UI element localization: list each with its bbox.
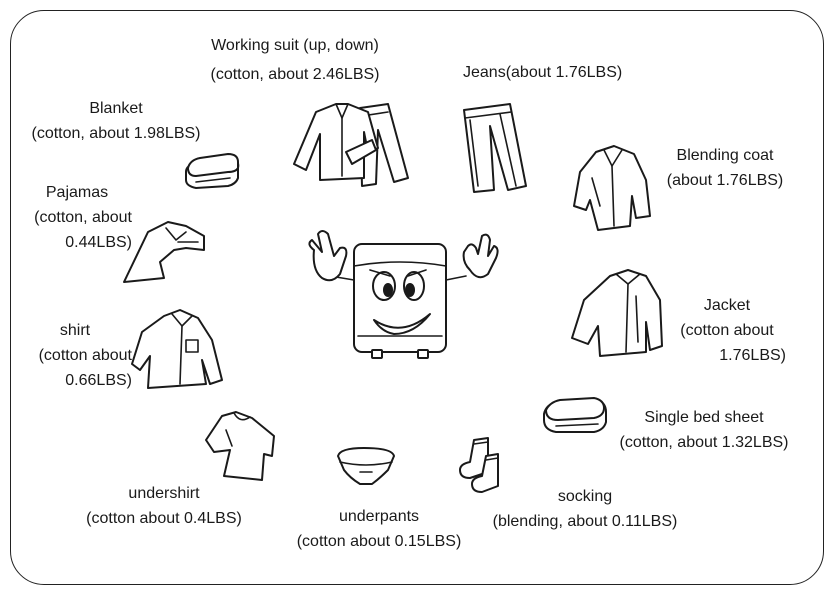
socking-name: socking: [557, 488, 613, 505]
socking-weight: (blending, about 0.11LBS): [492, 513, 678, 530]
jeans-name-weight: Jeans(about 1.76LBS): [463, 64, 623, 81]
jacket-weight-1: (cotton about: [680, 322, 774, 339]
pajamas-weight-1: (cotton, about: [34, 209, 132, 226]
working-suit-icon: [293, 103, 409, 187]
underpants-weight: (cotton about 0.15LBS): [296, 533, 462, 550]
bed-sheet-name: Single bed sheet: [644, 409, 764, 426]
bed-sheet-icon: [543, 397, 607, 433]
blanket-name: Blanket: [89, 100, 143, 117]
shirt-icon: [131, 309, 223, 389]
label-underpants: underpants (cotton about 0.15LBS): [282, 504, 476, 554]
washing-machine-mascot-icon: [308, 230, 499, 359]
label-shirt: shirt (cotton about 0.66LBS): [18, 318, 132, 393]
label-blanket: Blanket (cotton, about 1.98LBS): [16, 96, 216, 146]
working-suit-name: Working suit (up, down): [211, 37, 379, 54]
jacket-name: Jacket: [703, 297, 751, 314]
label-undershirt: undershirt (cotton about 0.4LBS): [72, 481, 256, 531]
blending-coat-icon: [573, 145, 651, 231]
diagram-frame: [10, 10, 824, 585]
underpants-name: underpants: [338, 508, 420, 525]
shirt-name: shirt: [59, 322, 91, 339]
blending-coat-weight: (about 1.76LBS): [666, 172, 784, 189]
blanket-weight: (cotton, about 1.98LBS): [31, 125, 201, 142]
blanket-icon: [185, 153, 240, 189]
undershirt-weight: (cotton about 0.4LBS): [86, 510, 242, 527]
blending-coat-name: Blending coat: [676, 147, 774, 164]
shirt-weight-1: (cotton about: [38, 347, 132, 364]
label-pajamas: Pajamas (cotton, about 0.44LBS): [12, 180, 132, 255]
label-single-bed-sheet: Single bed sheet (cotton, about 1.32LBS): [604, 405, 804, 455]
undershirt-icon: [205, 411, 275, 481]
label-working-suit: Working suit (up, down) (cotton, about 2…: [190, 33, 400, 87]
socks-icon: [459, 437, 499, 493]
pajamas-icon: [123, 221, 205, 283]
pajamas-name: Pajamas: [45, 184, 109, 201]
undershirt-name: undershirt: [128, 485, 200, 502]
label-blending-coat: Blending coat (about 1.76LBS): [655, 143, 795, 193]
label-socking: socking (blending, about 0.11LBS): [478, 484, 692, 534]
jacket-weight-2: 1.76LBS): [719, 347, 786, 364]
jeans-icon: [463, 103, 527, 193]
bed-sheet-weight: (cotton, about 1.32LBS): [619, 434, 789, 451]
underpants-icon: [337, 447, 395, 485]
pajamas-weight-2: 0.44LBS): [65, 234, 132, 251]
label-jacket: Jacket (cotton about 1.76LBS): [668, 293, 786, 368]
label-jeans: Jeans(about 1.76LBS): [463, 60, 622, 85]
jacket-icon: [571, 269, 663, 357]
working-suit-weight: (cotton, about 2.46LBS): [210, 66, 380, 83]
shirt-weight-2: 0.66LBS): [65, 372, 132, 389]
